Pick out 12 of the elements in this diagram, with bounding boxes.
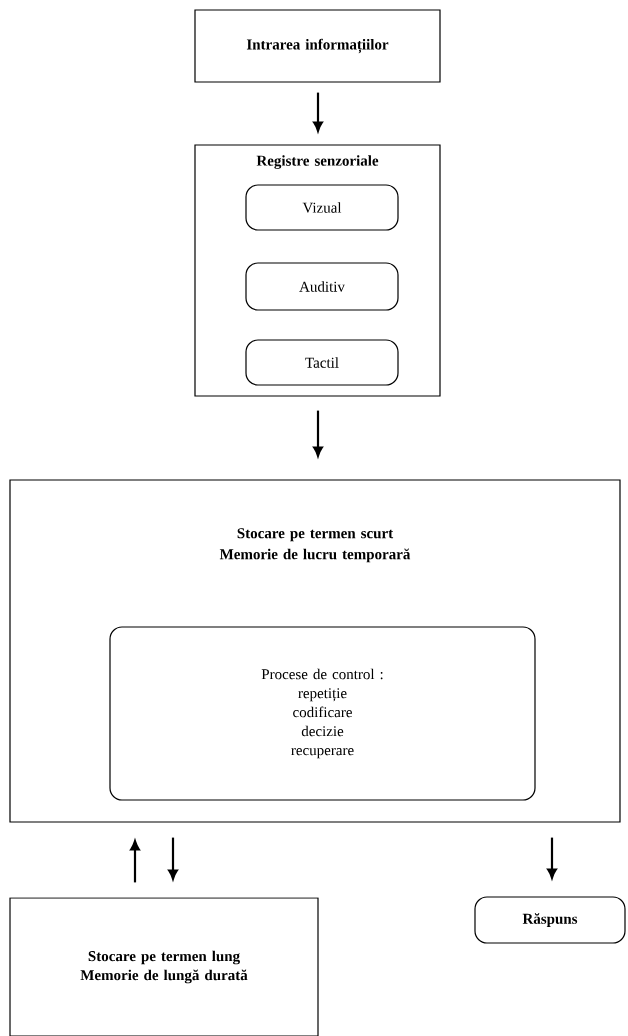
arrow xyxy=(547,837,557,879)
sense-box: Auditiv xyxy=(245,262,399,311)
arrow xyxy=(168,837,178,880)
arrow xyxy=(313,410,323,457)
arrow xyxy=(130,840,140,883)
memory-box: Stocare pe termen lung Memorie de lungă durată xyxy=(9,897,319,1036)
arrow xyxy=(313,92,323,132)
input-box: Intrarea informațiilor xyxy=(194,9,441,83)
sense-box: Tactil xyxy=(245,339,399,386)
process-box: Procese de control : repetiție codificare decizie recuperare xyxy=(109,626,536,801)
sense-box: Vizual xyxy=(245,184,399,231)
response-box: Răspuns xyxy=(474,896,626,944)
